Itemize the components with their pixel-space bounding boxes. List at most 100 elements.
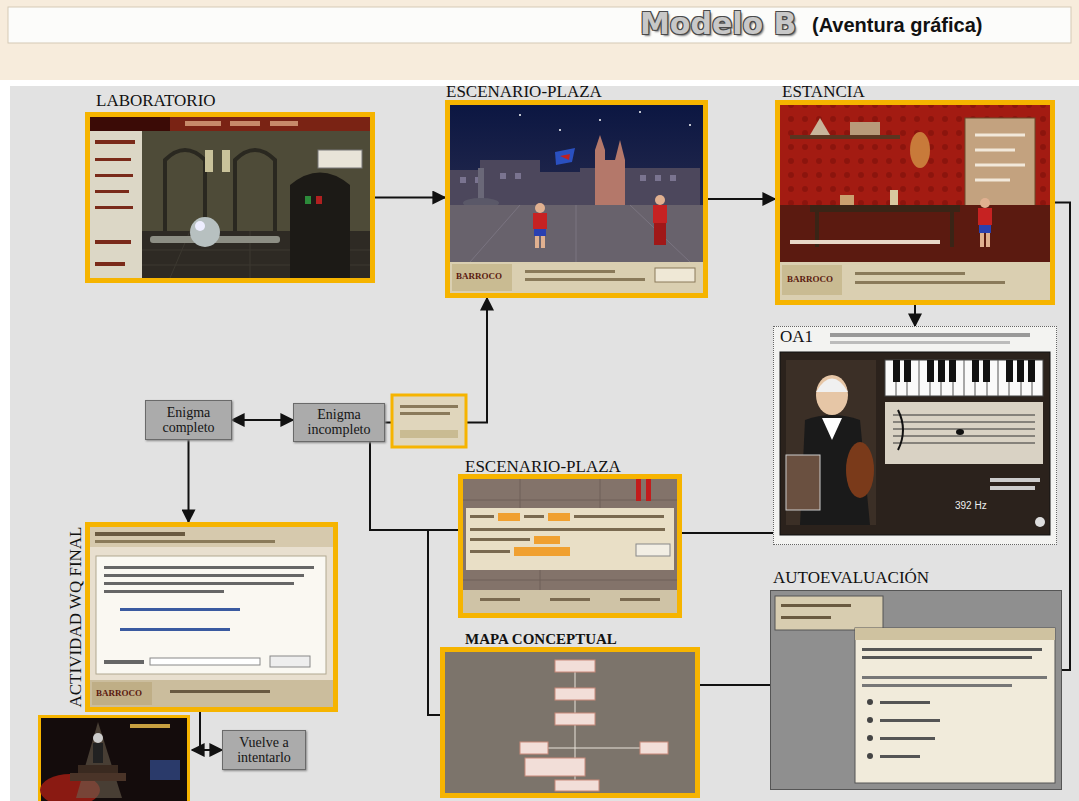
final-screenshot bbox=[70, 773, 126, 781]
plaza-screenshot bbox=[533, 213, 547, 229]
screenshot-frame: MAPA CONCEPTUAL bbox=[440, 647, 700, 798]
connector bbox=[200, 712, 222, 750]
estancia-screenshot bbox=[850, 122, 880, 135]
laboratorio-screenshot bbox=[235, 150, 275, 231]
logo-text: BARROCO bbox=[787, 274, 833, 284]
autoevaluacion-screenshot bbox=[867, 735, 873, 741]
final-screenshot bbox=[40, 717, 189, 801]
laboratorio-screenshot bbox=[205, 150, 213, 172]
estancia-screenshot bbox=[790, 240, 940, 244]
autoevaluacion-screenshot bbox=[862, 656, 1032, 659]
autoevaluacion-screenshot bbox=[770, 590, 1062, 790]
laboratorio-screenshot bbox=[222, 150, 230, 172]
plaza-screenshot bbox=[639, 111, 641, 113]
state-box: Vuelve a intentarlo bbox=[222, 730, 306, 770]
oa1-screenshot bbox=[904, 360, 911, 382]
laboratorio-screenshot bbox=[185, 121, 221, 126]
oa1-screenshot bbox=[983, 360, 990, 382]
estancia-screenshot bbox=[810, 118, 830, 135]
title-band bbox=[0, 0, 1079, 80]
screen-heading: ESTANCIA bbox=[782, 83, 865, 102]
state-box: Enigma incompleto bbox=[293, 403, 385, 442]
mapa-screenshot bbox=[555, 780, 599, 791]
state-box: Enigma completo bbox=[145, 400, 232, 440]
screen-heading: ESCENARIO-PLAZA bbox=[465, 458, 621, 477]
oa1-screenshot bbox=[990, 486, 1035, 490]
estancia-screenshot bbox=[840, 195, 854, 205]
autoevaluacion-screenshot bbox=[781, 616, 831, 619]
enigma-screenshot bbox=[400, 430, 458, 438]
estancia-screenshot bbox=[978, 208, 992, 225]
laboratorio-screenshot bbox=[90, 117, 170, 131]
enigma-screenshot bbox=[400, 412, 450, 415]
plaza2-screenshot bbox=[620, 598, 660, 601]
estancia-screenshot bbox=[782, 265, 842, 295]
actividad-screenshot bbox=[96, 556, 326, 674]
plaza-screenshot bbox=[525, 270, 615, 273]
laboratorio-screenshot bbox=[195, 221, 205, 231]
oa1-screenshot bbox=[956, 429, 964, 435]
diagram-title: Modelo B bbox=[640, 6, 797, 41]
laboratorio-screenshot bbox=[95, 262, 125, 266]
autoevaluacion-screenshot bbox=[867, 717, 873, 723]
frequency-readout: 392 Hz bbox=[955, 500, 987, 511]
return-arrow bbox=[192, 749, 200, 751]
autoevaluacion-screenshot bbox=[855, 628, 1055, 783]
mapa-screenshot bbox=[520, 742, 548, 754]
screen-heading: OA1 bbox=[780, 328, 813, 347]
oa1-screenshot bbox=[949, 360, 956, 382]
plaza2-screenshot bbox=[466, 508, 674, 570]
oa1-screenshot bbox=[830, 333, 1030, 337]
laboratorio-screenshot bbox=[90, 131, 142, 278]
oa1-screenshot bbox=[816, 379, 848, 393]
box-label: Enigma completo bbox=[150, 405, 227, 436]
final-screenshot bbox=[78, 765, 118, 773]
grey-panel bbox=[10, 86, 1079, 801]
estancia-screenshot bbox=[890, 190, 898, 205]
oa1-screenshot bbox=[816, 375, 848, 415]
actividad-screenshot bbox=[120, 608, 240, 611]
oa1-screenshot bbox=[830, 341, 1010, 344]
laboratorio-screenshot bbox=[190, 217, 220, 247]
plaza-screenshot bbox=[450, 103, 703, 293]
autoevaluacion-screenshot bbox=[855, 628, 1055, 640]
return-arrow bbox=[192, 750, 200, 751]
mapa-screenshot bbox=[525, 758, 585, 776]
plaza2-screenshot bbox=[636, 479, 641, 501]
plaza2-screenshot bbox=[524, 515, 544, 518]
connector bbox=[232, 419, 293, 421]
plaza2-screenshot bbox=[463, 479, 677, 613]
title-band bbox=[8, 7, 1071, 43]
enigma-screenshot bbox=[392, 395, 466, 447]
actividad-screenshot bbox=[90, 527, 333, 547]
plaza-screenshot bbox=[655, 195, 665, 205]
autoevaluacion-screenshot bbox=[775, 596, 883, 630]
oa1-screenshot bbox=[938, 360, 945, 382]
estancia-screenshot bbox=[855, 272, 965, 275]
plaza2-screenshot bbox=[548, 513, 570, 521]
final-screenshot bbox=[93, 733, 103, 743]
box-label: Enigma incompleto bbox=[298, 407, 380, 438]
connector bbox=[914, 305, 916, 326]
grey-panel bbox=[10, 86, 1079, 801]
estancia-screenshot bbox=[780, 262, 1050, 300]
estancia-screenshot bbox=[790, 135, 900, 139]
plaza-screenshot bbox=[541, 236, 545, 248]
actividad-screenshot bbox=[90, 527, 333, 707]
screen-heading: MAPA CONCEPTUAL bbox=[465, 631, 617, 648]
oa1-screenshot bbox=[927, 360, 934, 382]
plaza2-screenshot bbox=[463, 479, 677, 613]
autoevaluacion-screenshot bbox=[862, 648, 1042, 651]
plaza-screenshot bbox=[559, 129, 561, 131]
connector bbox=[682, 532, 773, 534]
estancia-screenshot bbox=[950, 212, 954, 247]
screenshot-frame: LABORATORIO bbox=[85, 112, 375, 283]
connector bbox=[370, 442, 458, 530]
object-panel: OA1 bbox=[773, 326, 1057, 545]
logo-text: BARROCO bbox=[456, 271, 502, 281]
actividad-screenshot bbox=[270, 656, 310, 667]
plaza2-screenshot bbox=[470, 538, 530, 541]
laboratorio-screenshot bbox=[95, 240, 131, 244]
plaza2-screenshot bbox=[463, 590, 677, 613]
